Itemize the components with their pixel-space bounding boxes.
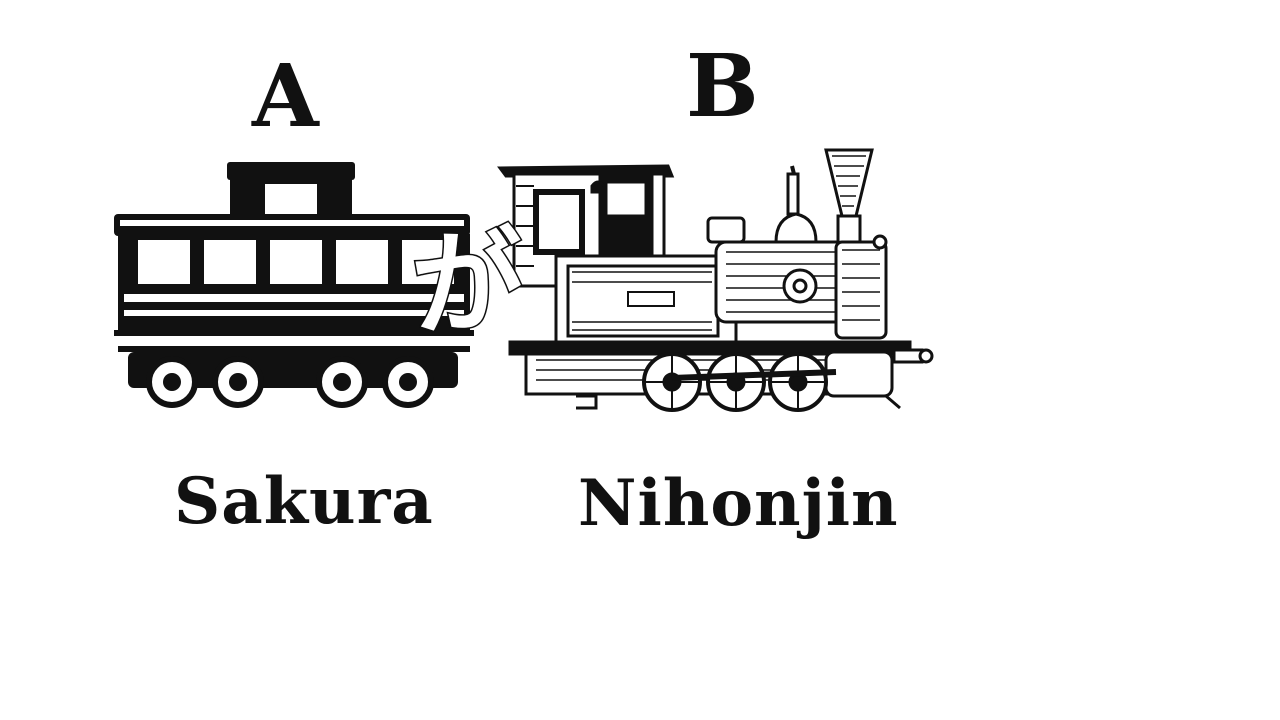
name-sakura: Sakura (174, 464, 434, 539)
label-a: A (252, 46, 319, 147)
passenger-car-icon (114, 162, 474, 408)
name-nihonjin: Nihonjin (578, 466, 899, 541)
particle-ga: が (406, 214, 530, 354)
label-b: B (686, 36, 759, 137)
steam-locomotive-icon (497, 148, 934, 412)
